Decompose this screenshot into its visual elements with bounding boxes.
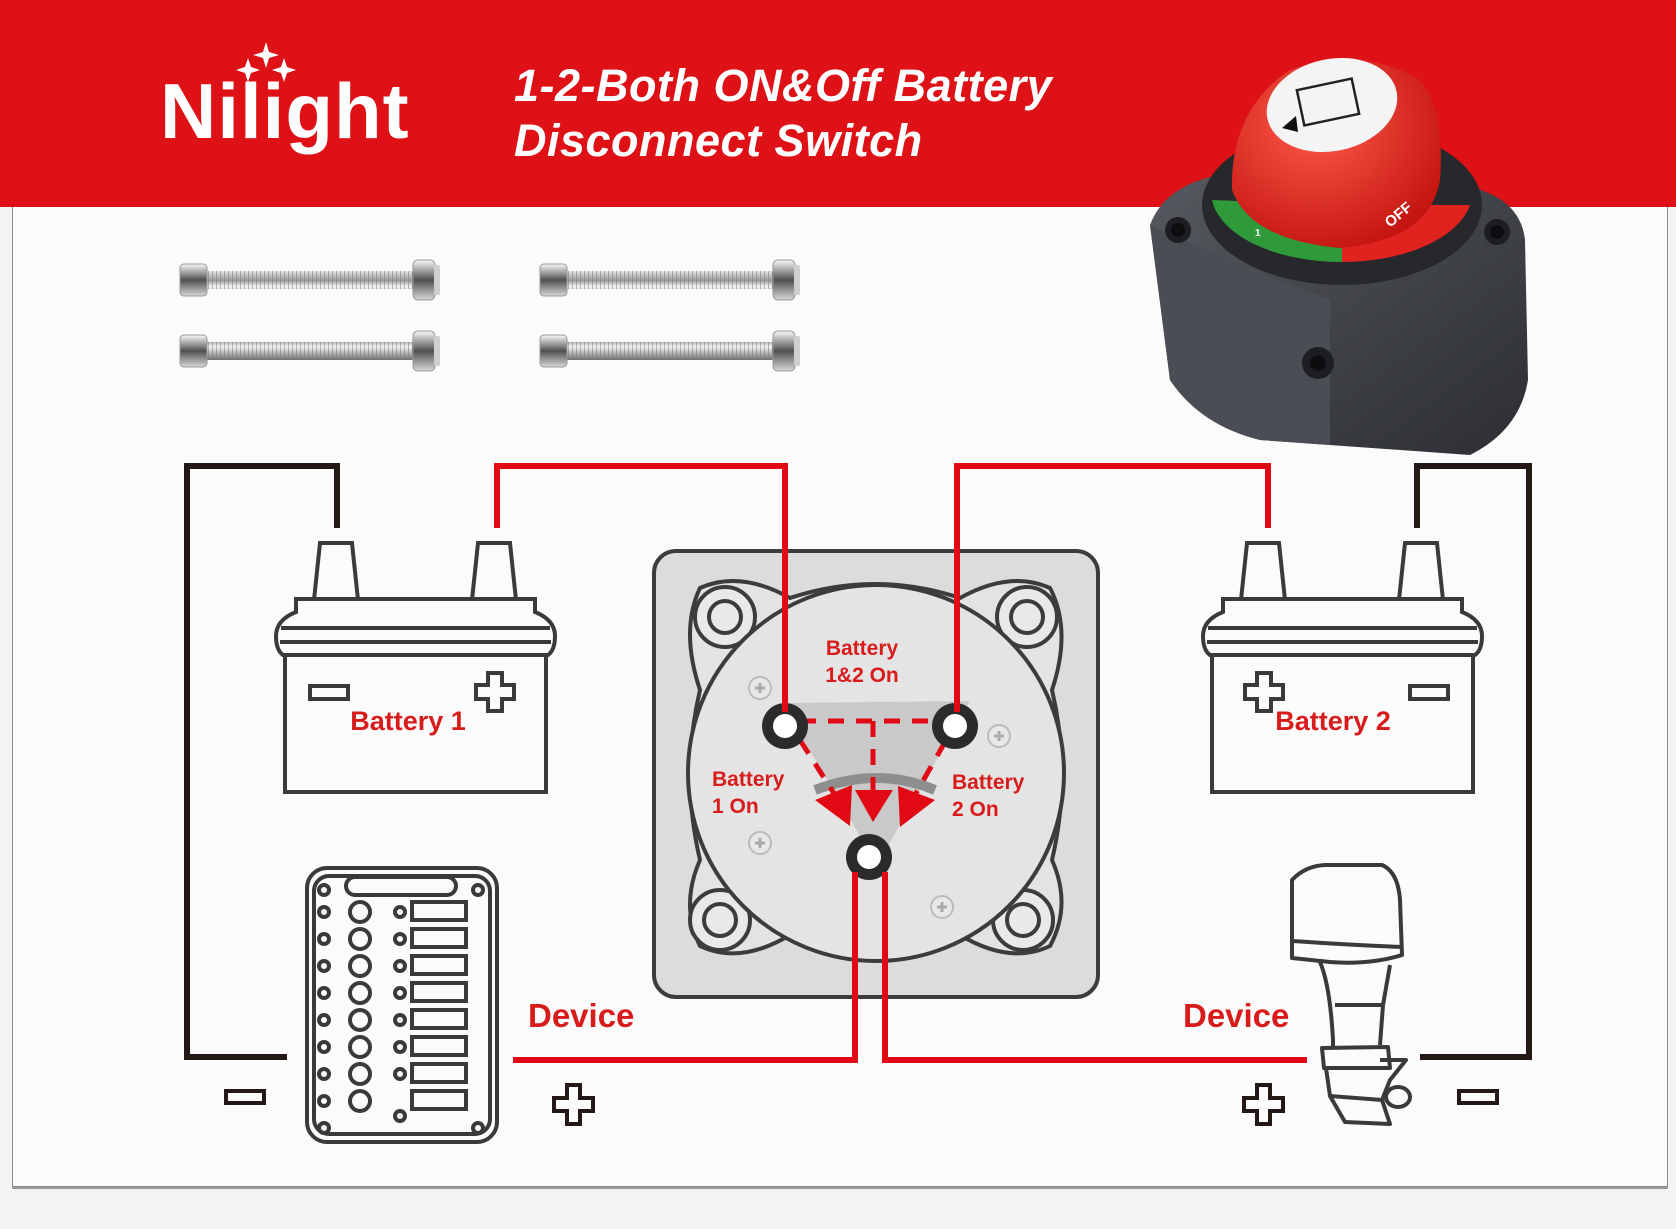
battery-terminal xyxy=(469,541,519,602)
device-left-label: Device xyxy=(528,997,634,1034)
switch-slot xyxy=(410,954,468,976)
breaker-icon xyxy=(348,1035,372,1059)
terminal-battery2 xyxy=(932,703,978,749)
indicator-led xyxy=(317,986,331,1000)
screw-icon xyxy=(987,724,1011,748)
mount-hole xyxy=(688,888,752,952)
bolt-icon xyxy=(179,259,440,301)
wire-positive-battery1 xyxy=(494,463,788,712)
plus-icon xyxy=(1242,1083,1285,1126)
bolt-icon xyxy=(179,330,440,372)
minus-icon xyxy=(1408,684,1450,701)
minus-icon xyxy=(308,684,350,701)
bolt-icon xyxy=(539,259,800,301)
breaker-icon xyxy=(348,981,372,1005)
indicator-led xyxy=(317,932,331,946)
battery-terminal xyxy=(311,541,361,602)
battery-2-label: Battery 2 xyxy=(1275,706,1391,736)
plus-icon xyxy=(474,671,516,713)
screw-icon xyxy=(748,831,772,855)
mount-hole xyxy=(995,585,1059,649)
wires xyxy=(184,463,1532,1063)
minus-icon xyxy=(1457,1089,1499,1105)
screw-icon xyxy=(471,1121,485,1135)
indicator-led xyxy=(393,905,407,919)
title-line-1: 1-2-Both ON&Off Battery xyxy=(514,60,1053,111)
indicator-led xyxy=(317,905,331,919)
plus-icon xyxy=(1243,671,1285,713)
battery-terminal xyxy=(1396,541,1446,602)
switch-slot xyxy=(410,1035,468,1057)
battery-terminal xyxy=(1238,541,1288,602)
indicator-led xyxy=(393,1013,407,1027)
title-line-2: Disconnect Switch xyxy=(514,115,923,166)
screw-icon xyxy=(471,883,485,897)
battery-2 xyxy=(1200,541,1485,794)
minus-icon xyxy=(224,1089,266,1105)
breaker-icon xyxy=(348,1062,372,1086)
screw-icon xyxy=(748,676,772,700)
switch-slot xyxy=(410,927,468,949)
indicator-led xyxy=(317,1094,331,1108)
bolt-icon xyxy=(539,330,800,372)
arrow-2-icon xyxy=(898,786,935,827)
wire-positive-battery2 xyxy=(954,463,1271,712)
switch-slot xyxy=(410,1062,468,1084)
terminal-common xyxy=(846,834,892,880)
indicator-led xyxy=(393,932,407,946)
wire-negative-battery1 xyxy=(184,463,340,1060)
device-right-label: Device xyxy=(1183,997,1289,1034)
screw-icon xyxy=(317,1121,331,1135)
brand-logo: Nilight xyxy=(160,67,410,155)
arrow-1-icon xyxy=(815,785,852,826)
indicator-led xyxy=(393,1040,407,1054)
indicator-led xyxy=(393,959,407,973)
label-2-line1: Battery xyxy=(952,771,1025,794)
breaker-icon xyxy=(348,900,372,924)
switch-paths xyxy=(797,718,948,797)
breaker-icon xyxy=(348,954,372,978)
arrow-both-icon xyxy=(855,790,893,822)
indicator-led xyxy=(393,986,407,1000)
label-1-line2: 1 On xyxy=(712,795,759,818)
mounting-bolts xyxy=(179,259,800,372)
terminal-battery1 xyxy=(762,703,808,749)
wire-negative-battery2 xyxy=(1414,463,1532,1060)
page-title: 1-2-Both ON&Off Battery Disconnect Switc… xyxy=(514,58,1052,168)
switch-slot xyxy=(410,981,468,1003)
breaker-icon xyxy=(348,1008,372,1032)
battery-1 xyxy=(273,541,558,794)
label-both-line1: Battery xyxy=(826,637,899,660)
mount-hole xyxy=(693,585,757,649)
indicator-led xyxy=(317,959,331,973)
plus-icon xyxy=(552,1083,595,1126)
outboard-motor-icon xyxy=(1290,863,1412,1126)
indicator-led xyxy=(393,1067,407,1081)
switch-slot xyxy=(410,900,468,922)
switch-panel: Battery 1&2 On Battery 1 On Battery 2 On xyxy=(652,549,1100,999)
breaker-icon xyxy=(348,1089,372,1113)
switch-slot xyxy=(410,1089,468,1111)
indicator-led xyxy=(317,1040,331,1054)
wire-positive-device-right xyxy=(882,872,1307,1063)
screw-icon xyxy=(317,883,331,897)
indicator-led xyxy=(317,1067,331,1081)
battery-1-label: Battery 1 xyxy=(350,706,466,736)
screw-icon xyxy=(930,895,954,919)
circuit-panel-icon xyxy=(305,866,499,1144)
sparkle-stars-icon xyxy=(236,42,296,82)
product-photo: OFF 1 xyxy=(1150,57,1528,455)
indicator-led xyxy=(393,1109,407,1123)
label-both-line2: 1&2 On xyxy=(825,664,899,687)
label-2-line2: 2 On xyxy=(952,798,999,821)
breaker-icon xyxy=(348,927,372,951)
label-1-line1: Battery xyxy=(712,768,785,791)
indicator-led xyxy=(317,1013,331,1027)
ring-position-label: 1 xyxy=(1255,228,1261,239)
switch-slot xyxy=(410,1008,468,1030)
wire-positive-device-left xyxy=(513,872,858,1063)
